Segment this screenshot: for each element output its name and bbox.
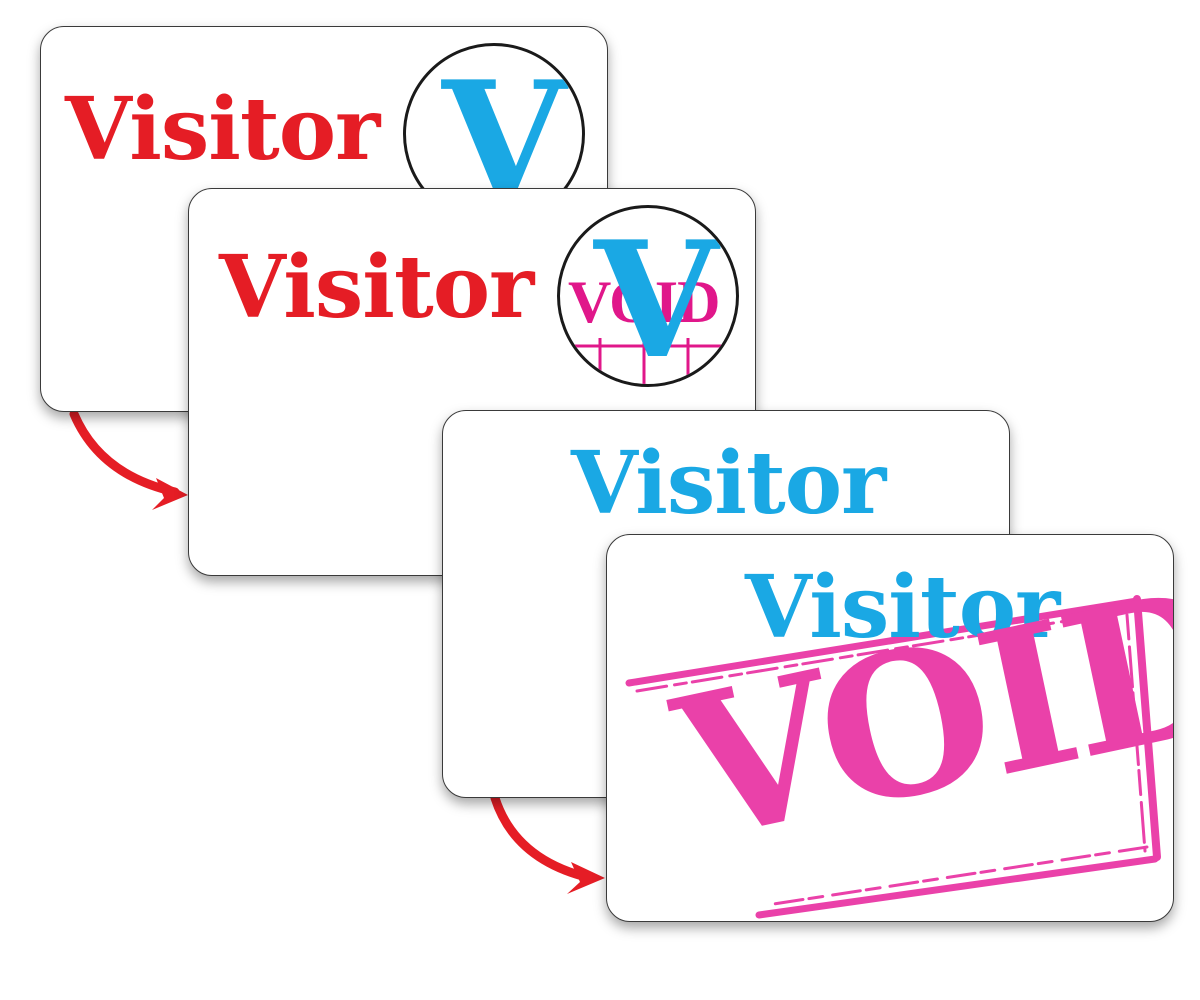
- void-grid-icon: [570, 338, 726, 384]
- v-letter: V: [594, 206, 719, 387]
- void-emblem-icon: VOID V: [557, 205, 739, 387]
- red-arrow-icon: [69, 409, 188, 510]
- visitor-label: Visitor: [65, 79, 380, 180]
- red-arrow-icon: [490, 793, 605, 894]
- void-small-text: VOID: [568, 269, 720, 335]
- visitor-label: Visitor: [219, 237, 534, 338]
- visitor-label: Visitor: [745, 557, 1060, 658]
- void-stamp-frame-icon: [625, 595, 1161, 919]
- badge-card-4: Visitor VOID: [606, 534, 1174, 922]
- visitor-label: Visitor: [571, 433, 886, 534]
